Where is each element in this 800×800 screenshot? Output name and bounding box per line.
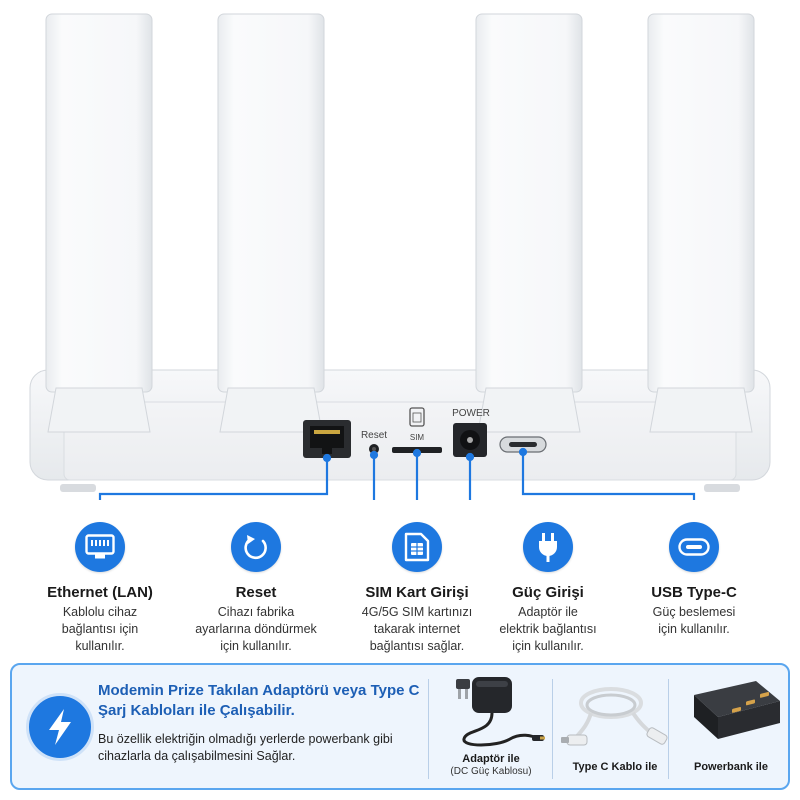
leader-lines: [98, 447, 696, 500]
dc-power-jack: [453, 423, 487, 457]
reset-icon: [231, 522, 281, 572]
accessory-powerbank: Powerbank ile: [672, 673, 790, 783]
accessory-label: Adaptör ile: [462, 753, 520, 765]
usb-cable-icon: [561, 687, 668, 746]
feature-title: Ethernet (LAN): [47, 584, 153, 601]
antenna-2: [217, 13, 325, 433]
antenna-4: [647, 13, 755, 433]
accessory-sublabel: (DC Güç Kablosu): [450, 766, 532, 777]
panel-title: Modemin Prize Takılan Adaptörü veya Type…: [98, 682, 420, 719]
power-plug-icon: [523, 522, 573, 572]
feature-title: USB Type-C: [651, 584, 737, 601]
accessory-label: Powerbank ile: [694, 761, 768, 773]
sim-card-icon: [392, 522, 442, 572]
ethernet-port-icon: [75, 522, 125, 572]
powerbank-icon: [694, 681, 780, 739]
ethernet-port: [303, 420, 351, 458]
accessory-label: Type C Kablo ile: [572, 761, 658, 773]
antenna-3: [475, 13, 583, 433]
usb-c-icon: [669, 522, 719, 572]
antenna-1: [45, 13, 153, 433]
sim-port-label: SIM: [409, 433, 425, 442]
feature-title: SIM Kart Girişi: [365, 584, 469, 601]
router-illustration: [29, 13, 771, 500]
divider: [552, 679, 553, 779]
divider: [428, 679, 429, 779]
lightning-bolt-icon: [26, 693, 94, 761]
accessory-adapter: Adaptör ile (DC Güç Kablosu): [432, 673, 550, 783]
power-options-panel: Modemin Prize Takılan Adaptörü veya Type…: [10, 663, 790, 790]
power-port-label: POWER: [452, 408, 490, 419]
accessory-usb-cable: Type C Kablo ile: [556, 673, 674, 783]
divider: [668, 679, 669, 779]
power-adapter-icon: [456, 677, 545, 747]
feature-title: Reset: [235, 584, 277, 601]
sim-symbol: [409, 407, 425, 427]
panel-description: Bu özellik elektriğin olmadığı yerlerde …: [98, 732, 393, 763]
reset-port-label: Reset: [360, 430, 388, 441]
feature-title: Güç Girişi: [512, 584, 584, 601]
